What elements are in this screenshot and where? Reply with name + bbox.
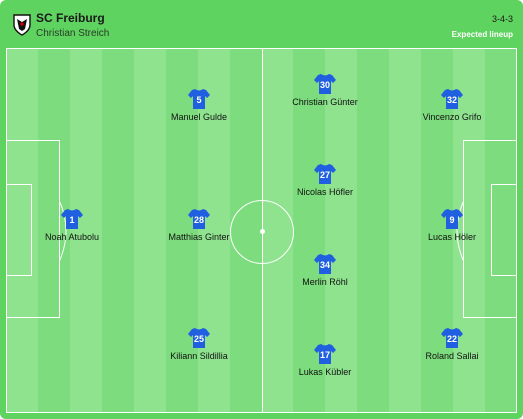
center-spot (260, 229, 265, 234)
player-card[interactable]: 28 Matthias Ginter (139, 208, 259, 242)
jersey-icon: 34 (314, 254, 336, 274)
player-card[interactable]: 27 Nicolas Höfler (265, 163, 385, 197)
grass-stripe (133, 48, 167, 413)
jersey-number: 27 (320, 170, 330, 180)
player-name: Christian Günter (292, 97, 358, 107)
sc-freiburg-crest-icon (13, 14, 31, 36)
jersey-number: 32 (447, 95, 457, 105)
player-name: Merlin Röhl (302, 277, 348, 287)
player-name: Nicolas Höfler (296, 187, 354, 197)
jersey-icon: 28 (188, 209, 210, 229)
jersey-icon: 27 (314, 164, 336, 184)
player-card[interactable]: 32 Vincenzo Grifo (392, 88, 512, 122)
grass-stripe (6, 48, 39, 413)
jersey-number: 5 (196, 95, 201, 105)
grass-stripe (69, 48, 103, 413)
jersey-number: 17 (320, 350, 330, 360)
jersey-number: 25 (194, 334, 204, 344)
jersey-icon: 17 (314, 344, 336, 364)
player-name: Lukas Kübler (298, 367, 352, 377)
grass-stripe (485, 48, 517, 413)
right-penalty-arc (456, 199, 464, 263)
grass-stripe (101, 48, 135, 413)
player-name: Noah Atubolu (44, 232, 100, 242)
jersey-number: 1 (69, 215, 74, 225)
jersey-icon: 9 (441, 209, 463, 229)
player-card[interactable]: 22 Roland Sallai (392, 327, 512, 361)
player-card[interactable]: 34 Merlin Röhl (265, 253, 385, 287)
team-name[interactable]: SC Freiburg (36, 11, 105, 25)
jersey-icon: 32 (441, 89, 463, 109)
jersey-icon: 30 (314, 74, 336, 94)
player-name: Vincenzo Grifo (422, 112, 482, 122)
player-card[interactable]: 17 Lukas Kübler (265, 343, 385, 377)
player-card[interactable]: 5 Manuel Gulde (139, 88, 259, 122)
right-goal-area (491, 184, 517, 276)
center-circle (230, 200, 294, 264)
lineup-status: Expected lineup (451, 30, 513, 39)
jersey-number: 30 (320, 80, 330, 90)
grass-stripe (37, 48, 71, 413)
grass-stripe (453, 48, 486, 413)
player-card[interactable]: 25 Kiliann Sildillia (139, 327, 259, 361)
player-name: Lucas Höler (427, 232, 477, 242)
jersey-number: 28 (194, 215, 204, 225)
left-penalty-area (6, 140, 60, 318)
player-name: Manuel Gulde (170, 112, 228, 122)
player-name: Matthias Ginter (168, 232, 230, 242)
lineup-header: SC Freiburg Christian Streich 3-4-3 Expe… (0, 0, 523, 46)
grass-stripe (389, 48, 422, 413)
football-pitch: 1 Noah Atubolu 5 Manuel Gulde 28 Matthia… (6, 48, 517, 413)
grass-stripe (165, 48, 199, 413)
jersey-number: 22 (447, 334, 457, 344)
jersey-icon: 1 (61, 209, 83, 229)
player-name: Roland Sallai (425, 351, 479, 361)
pitch-outline (6, 48, 517, 413)
left-penalty-arc (59, 199, 67, 263)
right-penalty-area (463, 140, 517, 318)
coach-name[interactable]: Christian Streich (36, 28, 110, 39)
grass-stripe (357, 48, 390, 413)
player-name: Kiliann Sildillia (170, 351, 228, 361)
player-card[interactable]: 9 Lucas Höler (392, 208, 512, 242)
jersey-number: 9 (449, 215, 454, 225)
left-goal-area (6, 184, 32, 276)
formation-label: 3-4-3 (491, 14, 513, 24)
jersey-icon: 5 (188, 89, 210, 109)
jersey-icon: 22 (441, 328, 463, 348)
jersey-icon: 25 (188, 328, 210, 348)
jersey-number: 34 (320, 260, 330, 270)
player-card[interactable]: 1 Noah Atubolu (12, 208, 132, 242)
player-card[interactable]: 30 Christian Günter (265, 73, 385, 107)
